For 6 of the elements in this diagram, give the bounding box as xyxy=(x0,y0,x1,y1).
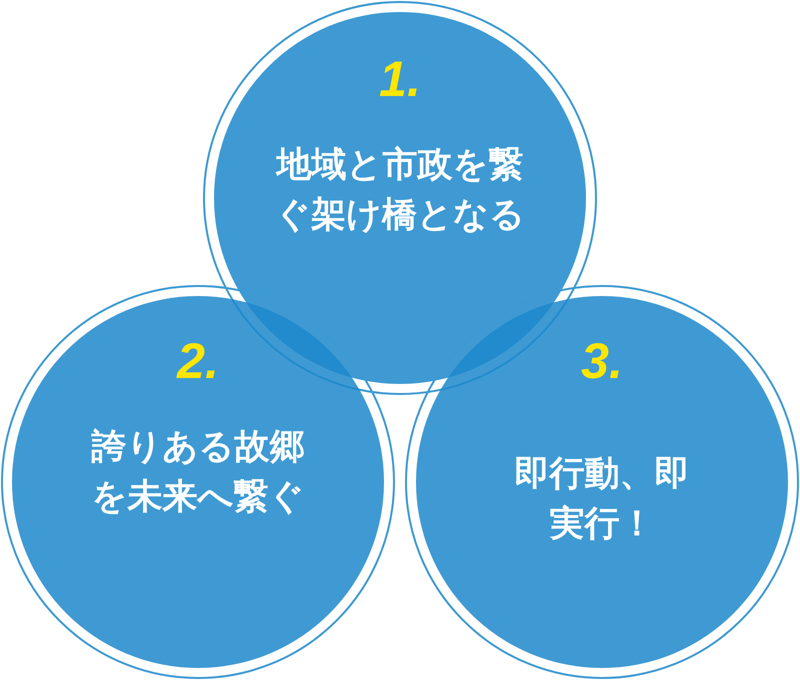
circle-text: 誇りある故郷を未来へ繋ぐ xyxy=(90,426,306,519)
circle-text: 地域と市政を繋ぐ架け橋となる xyxy=(274,144,526,237)
step-number: 3. xyxy=(580,332,624,390)
circle-text: 即行動、即実行！ xyxy=(514,453,690,546)
step-number: 1. xyxy=(378,50,422,108)
step-number: 2. xyxy=(175,332,220,390)
